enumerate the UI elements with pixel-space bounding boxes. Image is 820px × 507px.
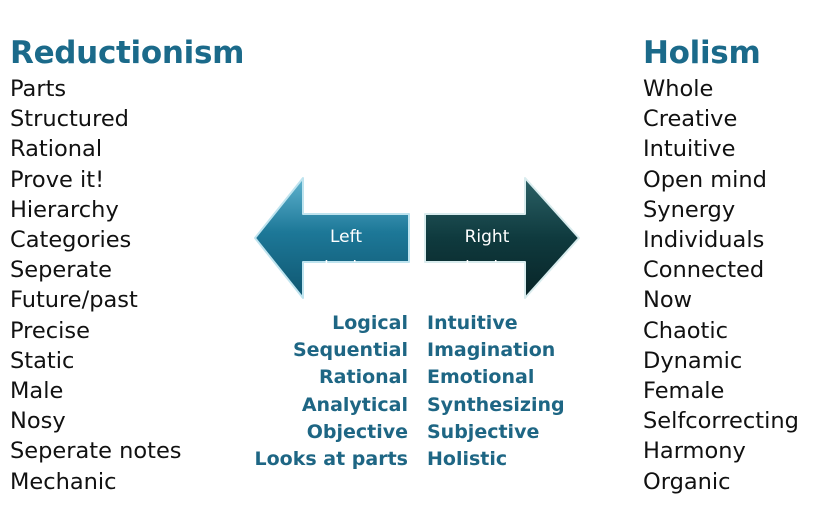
holism-item: Individuals xyxy=(643,227,765,254)
holism-item: Connected xyxy=(643,257,765,284)
holism-title: Holism xyxy=(643,35,761,71)
left-brain-trait: Sequential xyxy=(292,339,408,362)
reductionism-item: Seperate notes xyxy=(10,438,182,465)
brain-arrows-graphic xyxy=(254,177,580,299)
reductionism-title: Reductionism xyxy=(10,35,245,71)
holism-item: Organic xyxy=(643,468,731,495)
left-brain-trait: Rational xyxy=(319,366,408,389)
reductionism-item: Mechanic xyxy=(10,468,117,495)
reductionism-item: Categories xyxy=(10,227,132,254)
right-brain-trait: Holistic xyxy=(427,448,508,471)
holism-item: Intuitive xyxy=(643,136,736,163)
reductionism-item: Structured xyxy=(10,106,129,133)
right-brain-trait: Subjective xyxy=(427,420,540,443)
reductionism-item: Rational xyxy=(10,136,103,163)
holism-item: Whole xyxy=(643,76,714,102)
reductionism-item: Precise xyxy=(10,317,90,344)
reductionism-item: Nosy xyxy=(10,408,66,435)
holism-item: Female xyxy=(643,378,725,405)
reductionism-item: Male xyxy=(10,378,64,405)
right-brain-label-line2: brain xyxy=(465,258,509,278)
reductionism-item: Static xyxy=(10,347,75,374)
left-brain-trait: Analytical xyxy=(301,393,408,416)
reductionism-item: Future/past xyxy=(10,287,138,314)
holism-item: Harmony xyxy=(643,438,746,465)
right-brain-arrow xyxy=(424,177,580,299)
holism-item: Synergy xyxy=(643,196,736,223)
reductionism-item: Seperate xyxy=(10,257,112,284)
holism-item: Selfcorrecting xyxy=(643,408,799,435)
holism-item: Dynamic xyxy=(643,347,743,374)
reductionism-item: Prove it! xyxy=(10,166,105,193)
holism-item: Now xyxy=(643,287,692,314)
holism-item: Creative xyxy=(643,106,738,133)
brain-arrows: Left brain Right brain xyxy=(253,176,583,304)
reductionism-item: Hierarchy xyxy=(10,196,119,223)
left-brain-label-line1: Left xyxy=(330,227,362,247)
left-brain-label: Left brain xyxy=(306,222,386,284)
left-brain-label-line2: brain xyxy=(324,258,368,278)
left-brain-trait: Looks at parts xyxy=(254,448,408,471)
holism-item: Open mind xyxy=(643,166,767,193)
holism-item: Chaotic xyxy=(643,317,728,344)
right-brain-trait: Imagination xyxy=(427,339,556,362)
right-brain-label-line1: Right xyxy=(464,227,510,247)
right-brain-trait: Emotional xyxy=(427,366,535,389)
right-brain-label: Right brain xyxy=(447,222,527,284)
left-brain-arrow xyxy=(254,177,410,299)
reductionism-item: Parts xyxy=(10,76,67,102)
left-brain-trait: Logical xyxy=(332,312,408,334)
left-brain-trait: Objective xyxy=(306,420,408,443)
right-brain-trait: Synthesizing xyxy=(427,393,565,416)
right-brain-trait: Intuitive xyxy=(427,312,518,334)
